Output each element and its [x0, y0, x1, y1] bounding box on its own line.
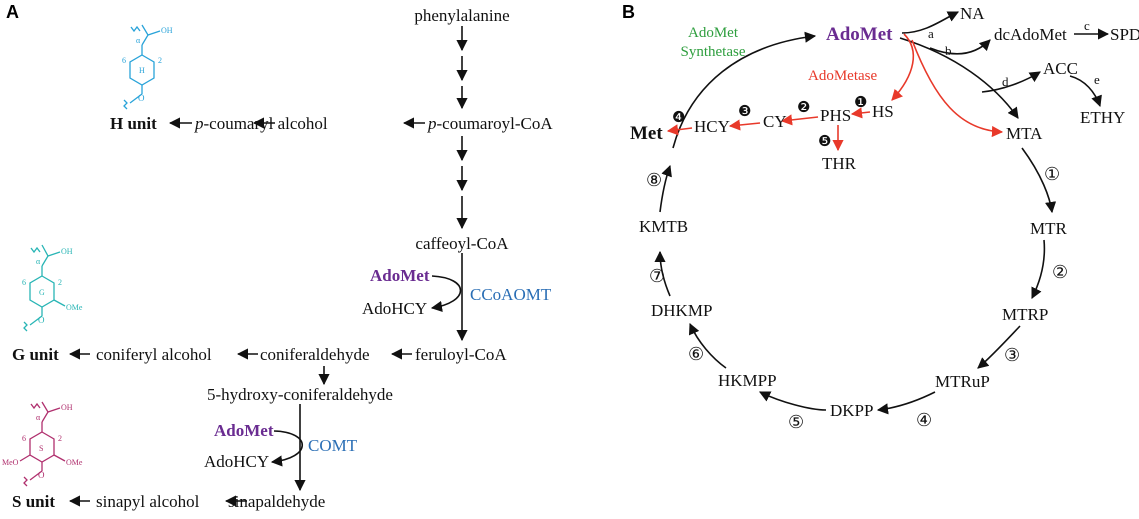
- coniferaldehyde-label: coniferaldehyde: [260, 345, 370, 364]
- step-d-label: d: [1002, 74, 1009, 89]
- svg-text:O: O: [38, 315, 45, 325]
- step-7-label: ⑦: [649, 266, 665, 286]
- methionine-cycle: [654, 11, 1110, 415]
- adometase-step-3: ❸: [738, 104, 751, 120]
- dhkmp-label: DHKMP: [651, 301, 712, 320]
- panel-label-b: B: [622, 2, 635, 22]
- svg-text:O: O: [38, 470, 45, 480]
- svg-text:2: 2: [58, 434, 62, 443]
- hs-label: HS: [872, 102, 894, 121]
- step-5-label: ⑤: [788, 412, 804, 432]
- s-unit-structure: [19, 401, 66, 487]
- h-unit-label: H unit: [110, 114, 157, 133]
- ethy-label: ETHY: [1080, 108, 1125, 127]
- hcy-label: HCY: [694, 117, 730, 136]
- adometase-step-numbers: ❶ ❷ ❸ ❹ ❺: [672, 95, 867, 150]
- acc-label: ACC: [1043, 59, 1078, 78]
- g-ring-letter: G: [39, 288, 45, 297]
- p-coumaroyl-coa-label: p-coumaroyl-CoA: [427, 114, 553, 133]
- p-coumaryl-alcohol-label: p-coumaryl alcohol: [194, 114, 328, 133]
- lignin-pathway: [68, 26, 468, 507]
- caffeoyl-coa-label: caffeoyl-CoA: [415, 234, 509, 253]
- svg-text:α: α: [36, 257, 41, 266]
- phs-label: PHS: [820, 106, 851, 125]
- adomet-label-2: AdoMet: [214, 421, 274, 440]
- mtrp-label: MTRP: [1002, 305, 1048, 324]
- h-unit-structure-labels: OH α H 6 2 O: [122, 26, 173, 103]
- dcadomet-label: dcAdoMet: [994, 25, 1067, 44]
- sinapaldehyde-label: sinapaldehyde: [228, 492, 325, 511]
- panel-label-a: A: [6, 2, 19, 22]
- svg-text:α: α: [136, 36, 141, 45]
- svg-text:2: 2: [158, 56, 162, 65]
- adometase-step-1: ❶: [854, 95, 867, 111]
- svg-text:OMe: OMe: [66, 303, 83, 312]
- thr-label: THR: [822, 154, 857, 173]
- step-1-label: ①: [1044, 164, 1060, 184]
- feruloyl-coa-label: feruloyl-CoA: [415, 345, 507, 364]
- mta-label: MTA: [1006, 124, 1043, 143]
- svg-text:OH: OH: [161, 26, 173, 35]
- mtr-label: MTR: [1030, 219, 1068, 238]
- step-8-label: ⑧: [646, 170, 662, 190]
- step-4-label: ④: [916, 410, 932, 430]
- step-c-label: c: [1084, 18, 1090, 33]
- sinapyl-alcohol-label: sinapyl alcohol: [96, 492, 200, 511]
- adomet-synthetase-line2: Synthetase: [681, 44, 746, 60]
- kmtb-label: KMTB: [639, 217, 688, 236]
- svg-text:OH: OH: [61, 247, 73, 256]
- coniferyl-alcohol-label: coniferyl alcohol: [96, 345, 212, 364]
- adometase-branch: [666, 33, 1004, 152]
- dkpp-label: DKPP: [830, 401, 873, 420]
- svg-text:OH: OH: [61, 403, 73, 412]
- adometase-step-2: ❷: [797, 100, 810, 116]
- step-6-label: ⑥: [688, 344, 704, 364]
- adometase-step-5: ❺: [818, 134, 831, 150]
- svg-text:2: 2: [58, 278, 62, 287]
- s-unit-label: S unit: [12, 492, 55, 511]
- step-e-label: e: [1094, 72, 1100, 87]
- s-ring-letter: S: [39, 444, 43, 453]
- adomet-synthetase-line1: AdoMet: [688, 25, 739, 41]
- adohcy-label-2: AdoHCY: [204, 452, 269, 471]
- cy-label: CY: [763, 112, 787, 131]
- 5-hydroxy-coniferaldehyde-label: 5-hydroxy-coniferaldehyde: [207, 385, 393, 404]
- step-a-label: a: [928, 26, 934, 41]
- adomet-cycle-label: AdoMet: [826, 24, 893, 45]
- g-unit-structure-labels: OH α G 6 2 OMe O: [22, 247, 83, 325]
- svg-text:α: α: [36, 413, 41, 422]
- step-3-label: ③: [1004, 345, 1020, 365]
- met-label: Met: [630, 123, 663, 144]
- adomet-label-1: AdoMet: [370, 266, 430, 285]
- cycle-step-numbers: ① ② ③ ④ ⑤ ⑥ ⑦ ⑧: [646, 164, 1068, 432]
- step-2-label: ②: [1052, 262, 1068, 282]
- adometase-label: AdoMetase: [808, 68, 877, 84]
- adohcy-label-1: AdoHCY: [362, 299, 427, 318]
- g-unit-label: G unit: [12, 345, 59, 364]
- h-ring-letter: H: [139, 66, 145, 75]
- g-unit-structure: [23, 244, 66, 332]
- svg-text:OMe: OMe: [66, 458, 83, 467]
- adometase-step-4: ❹: [672, 110, 685, 126]
- s-unit-structure-labels: OH α S 6 2 OMe MeO O: [2, 403, 83, 480]
- svg-text:6: 6: [22, 278, 26, 287]
- svg-text:6: 6: [22, 434, 26, 443]
- phenylalanine-label: phenylalanine: [414, 6, 509, 25]
- na-label: NA: [960, 4, 985, 23]
- spd-label: SPD: [1110, 25, 1139, 44]
- svg-text:O: O: [138, 93, 145, 103]
- ccoaomt-enzyme-label: CCoAOMT: [470, 285, 552, 304]
- mtrup-label: MTRuP: [935, 372, 990, 391]
- svg-text:6: 6: [122, 56, 126, 65]
- svg-text:MeO: MeO: [2, 458, 19, 467]
- comt-enzyme-label: COMT: [308, 436, 358, 455]
- step-b-label: b: [945, 43, 952, 58]
- hkmpp-label: HKMPP: [718, 371, 777, 390]
- h-unit-structure: [123, 24, 161, 110]
